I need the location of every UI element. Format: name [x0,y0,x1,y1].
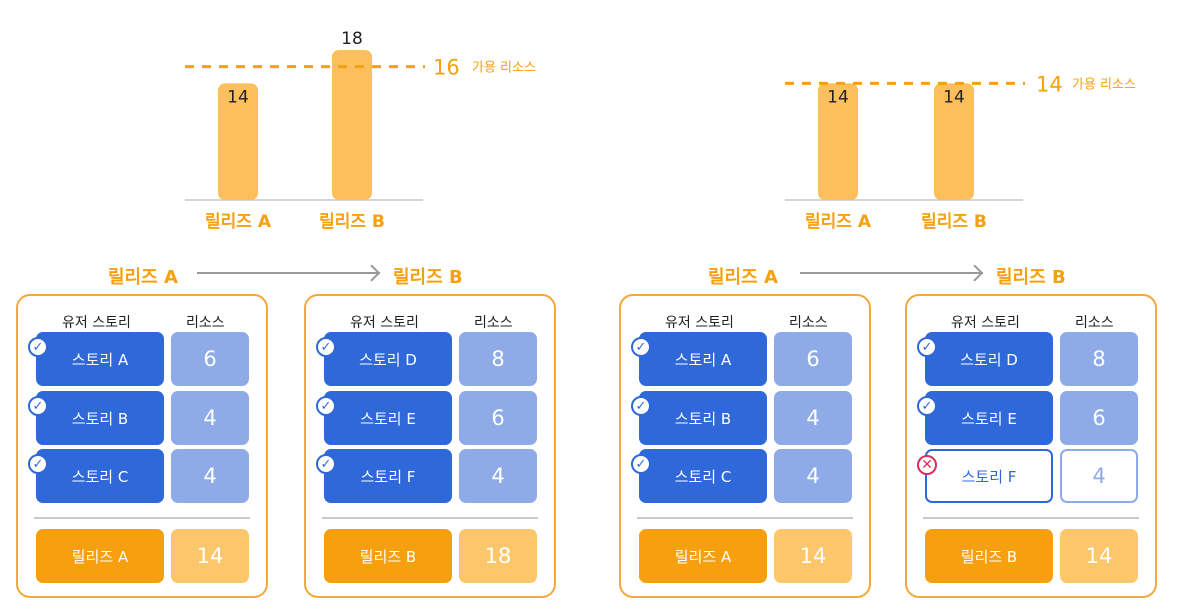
check-icon: ✓ [631,396,651,416]
story-resource-value: 8 [1060,332,1138,386]
bar [332,50,372,200]
check-icon: ✓ [316,396,336,416]
flow-arrow-icon [800,272,983,274]
story-item: 스토리 D [925,332,1053,386]
check-icon: ✓ [28,454,48,474]
story-resource-value: 6 [1060,391,1138,445]
check-icon: ✓ [316,337,336,357]
resource-header: 리소스 [1075,315,1114,331]
release-total-label: 릴리즈 B [925,529,1053,583]
story-item: 스토리 E [324,391,452,445]
divider [322,517,538,519]
story-item: 스토리 F [925,449,1053,503]
resource-header: 리소스 [789,315,828,331]
check-icon: ✓ [316,454,336,474]
story-item: 스토리 C [639,449,767,503]
story-resource-value: 4 [774,449,852,503]
bar-value-label: 14 [227,87,249,107]
release-total-label: 릴리즈 A [36,529,164,583]
story-resource-value: 6 [774,332,852,386]
release-total-value: 14 [171,529,249,583]
flow-arrow-icon [197,272,380,274]
release-total-value: 14 [1060,529,1138,583]
category-label: 릴리즈 A [805,212,872,232]
story-item: 스토리 F [324,449,452,503]
resource-header: 리소스 [474,315,513,331]
bar [818,83,858,200]
divider [637,517,853,519]
check-icon: ✓ [917,396,937,416]
user-story-header: 유저 스토리 [62,315,131,331]
check-icon: ✓ [28,396,48,416]
release-total-value: 18 [459,529,537,583]
user-story-header: 유저 스토리 [951,315,1020,331]
flow-from-label: 릴리즈 A [708,267,778,288]
reference-value-label: 14 [1036,72,1063,96]
reference-value-label: 16 [433,56,460,80]
story-resource-value: 4 [171,449,249,503]
bar-value-label: 14 [827,87,849,107]
story-resource-value: 6 [459,391,537,445]
story-resource-value: 4 [459,449,537,503]
user-story-header: 유저 스토리 [350,315,419,331]
story-resource-value: 6 [171,332,249,386]
user-story-header: 유저 스토리 [665,315,734,331]
divider [923,517,1139,519]
story-item: 스토리 E [925,391,1053,445]
bar-value-label: 18 [341,29,363,49]
category-label: 릴리즈 A [205,212,272,232]
story-item: 스토리 A [639,332,767,386]
flow-from-label: 릴리즈 A [108,267,178,288]
reference-line-label: 가용 리소스 [472,61,536,76]
story-item: 스토리 B [36,391,164,445]
check-icon: ✓ [917,337,937,357]
check-icon: ✓ [631,454,651,474]
story-resource-value: 4 [1060,449,1138,503]
story-resource-value: 4 [774,391,852,445]
bar-value-label: 14 [943,87,965,107]
story-item: 스토리 C [36,449,164,503]
story-resource-value: 4 [171,391,249,445]
story-item: 스토리 B [639,391,767,445]
bar [934,83,974,200]
release-total-value: 14 [774,529,852,583]
divider [34,517,250,519]
story-item: 스토리 D [324,332,452,386]
bar [218,83,258,200]
flow-to-label: 릴리즈 B [393,267,463,288]
check-icon: ✓ [631,337,651,357]
excluded-icon: ✕ [917,455,937,475]
release-total-label: 릴리즈 A [639,529,767,583]
resource-header: 리소스 [186,315,225,331]
release-total-label: 릴리즈 B [324,529,452,583]
check-icon: ✓ [28,337,48,357]
category-label: 릴리즈 B [319,212,385,232]
story-resource-value: 8 [459,332,537,386]
reference-line-label: 가용 리소스 [1072,77,1136,92]
category-label: 릴리즈 B [921,212,987,232]
flow-to-label: 릴리즈 B [996,267,1066,288]
story-item: 스토리 A [36,332,164,386]
